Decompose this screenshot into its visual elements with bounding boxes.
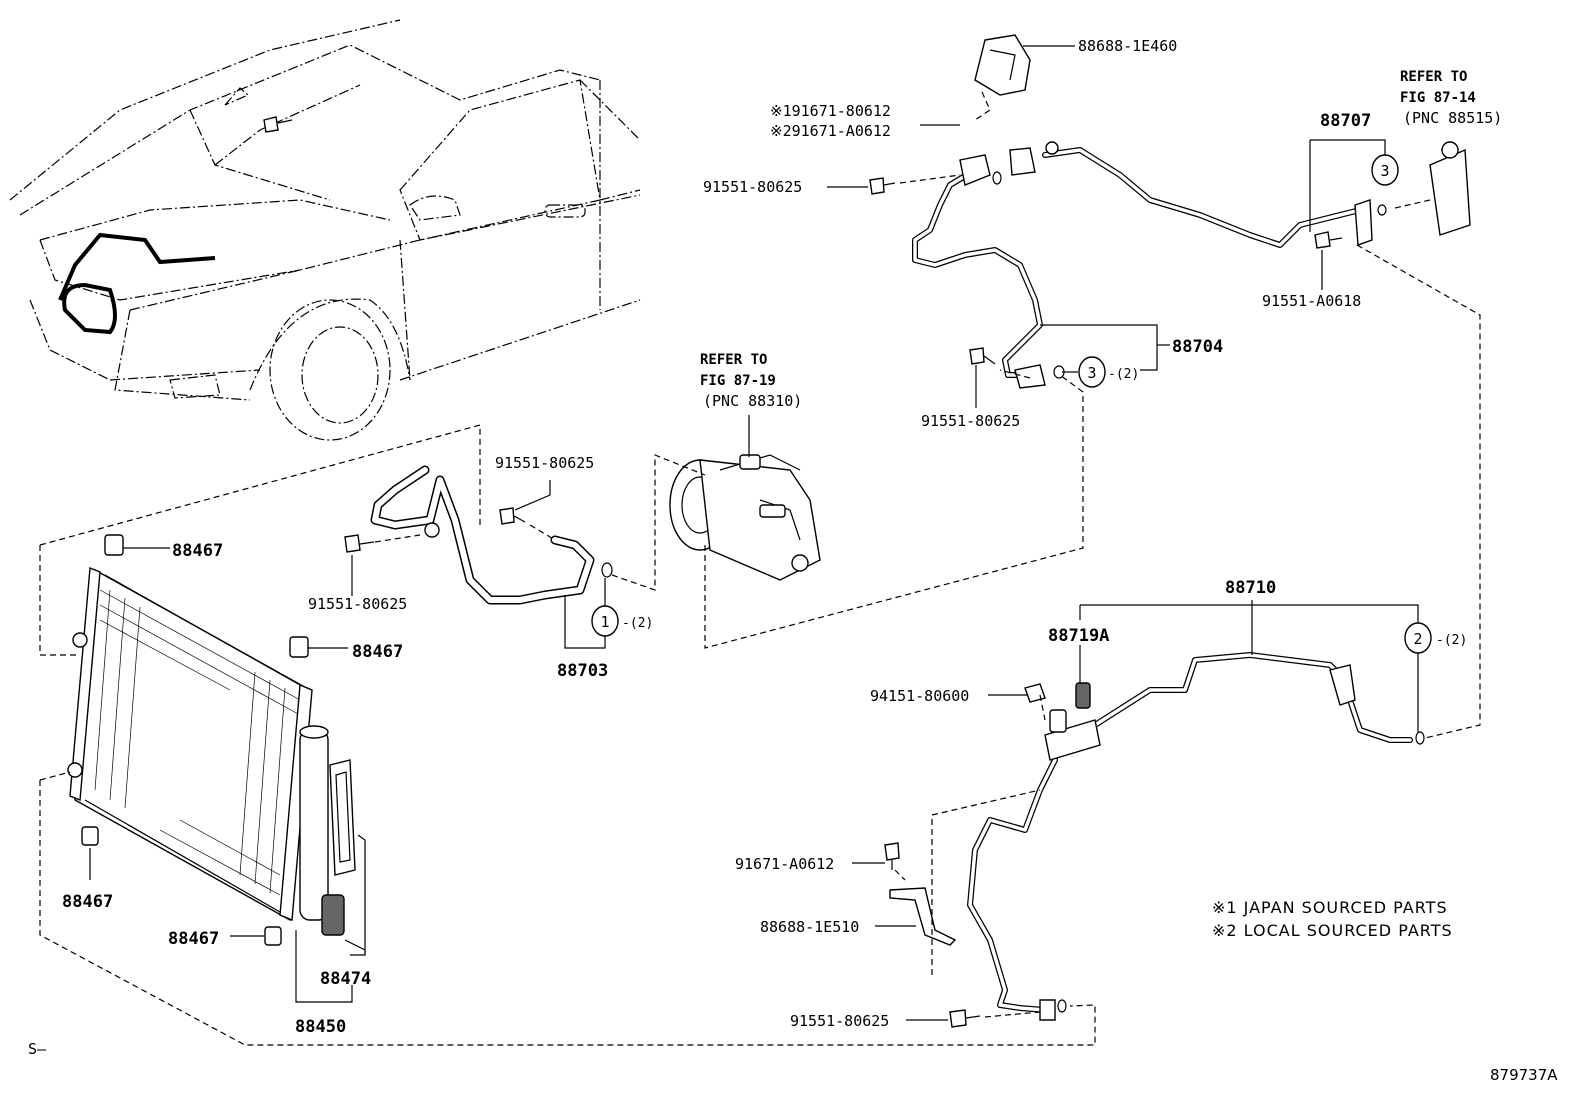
label-88710: 88710 (1225, 578, 1276, 598)
callout-1-circle (591, 605, 619, 637)
label-88688-1E510: 88688-1E510 (760, 918, 859, 936)
callout-3b-qty: -(2) (1108, 367, 1139, 382)
ref-87-19-line2: FIG 87-19 (700, 373, 776, 389)
label-88467-b: 88467 (352, 642, 403, 662)
ref-87-19-line1: REFER TO (700, 352, 767, 368)
ref-87-14-line1: REFER TO (1400, 69, 1467, 85)
label-88703: 88703 (557, 661, 608, 681)
sourcing-notes: ※1 JAPAN SOURCED PARTS ※2 LOCAL SOURCED … (1212, 898, 1453, 940)
callout-2-circle (1404, 622, 1432, 654)
vehicle-illustration (9, 19, 641, 441)
ref-87-19-line3: (PNC 88310) (703, 392, 802, 410)
label-91671-A0612-local: ※291671-A0612 (770, 122, 891, 140)
figure-code: 879737A (1490, 1066, 1558, 1084)
callout-2-qty: -(2) (1436, 633, 1467, 648)
discharge-hose-88703 (370, 465, 613, 605)
reference-notes: REFER TO FIG 87-14 (PNC 88515) REFER TO … (700, 69, 1502, 410)
corner-mark: S– (28, 1040, 47, 1058)
label-88474: 88474 (320, 969, 371, 989)
suction-pipes-88704-88707 (912, 34, 1471, 389)
ref-87-14-line2: FIG 87-14 (1400, 90, 1476, 106)
connection-lines (39, 91, 1481, 1046)
callout-3a: 3 (1380, 162, 1389, 180)
label-88467-c: 88467 (62, 892, 113, 912)
callout-circles: 1 -(2) 2 -(2) 3 3 -(2) (591, 154, 1467, 654)
ref-87-14-line3: (PNC 88515) (1403, 109, 1502, 127)
label-91551-80625-compressor: 91551-80625 (495, 454, 594, 472)
callout-1: 1 (600, 613, 609, 631)
callout-1-qty: -(2) (622, 616, 653, 631)
bolts (263, 116, 1343, 1028)
label-88719A: 88719A (1048, 626, 1109, 646)
note-local-sourced: ※2 LOCAL SOURCED PARTS (1212, 921, 1453, 940)
note-japan-sourced: ※1 JAPAN SOURCED PARTS (1212, 898, 1448, 917)
label-88450: 88450 (295, 1017, 346, 1037)
leader-lines (89, 45, 1419, 1021)
label-88688-1E460: 88688-1E460 (1078, 37, 1177, 55)
label-88467-a: 88467 (172, 541, 223, 561)
callout-3b: 3 (1087, 364, 1096, 382)
liquid-pipe-88710 (889, 652, 1425, 1021)
label-91671-80612: ※191671-80612 (770, 102, 891, 120)
label-91671-A0612: 91671-A0612 (735, 855, 834, 873)
label-94151-80600: 94151-80600 (870, 687, 969, 705)
label-91551-80625-top: 91551-80625 (703, 178, 802, 196)
label-91551-80625-left: 91551-80625 (308, 595, 407, 613)
callout-3a-circle (1371, 154, 1399, 186)
callout-3b-circle (1078, 356, 1106, 388)
part-labels: 88688-1E460 ※191671-80612 ※291671-A0612 … (62, 37, 1371, 1037)
label-88467-d: 88467 (168, 929, 219, 949)
callout-2: 2 (1413, 630, 1422, 648)
compressor-illustration (669, 454, 821, 581)
label-91551-A0618: 91551-A0618 (1262, 292, 1361, 310)
label-88707: 88707 (1320, 111, 1371, 131)
label-88704: 88704 (1172, 337, 1223, 357)
condenser-assembly (67, 534, 356, 946)
label-91551-80625-mid: 91551-80625 (921, 412, 1020, 430)
label-91551-80625-bottom: 91551-80625 (790, 1012, 889, 1030)
